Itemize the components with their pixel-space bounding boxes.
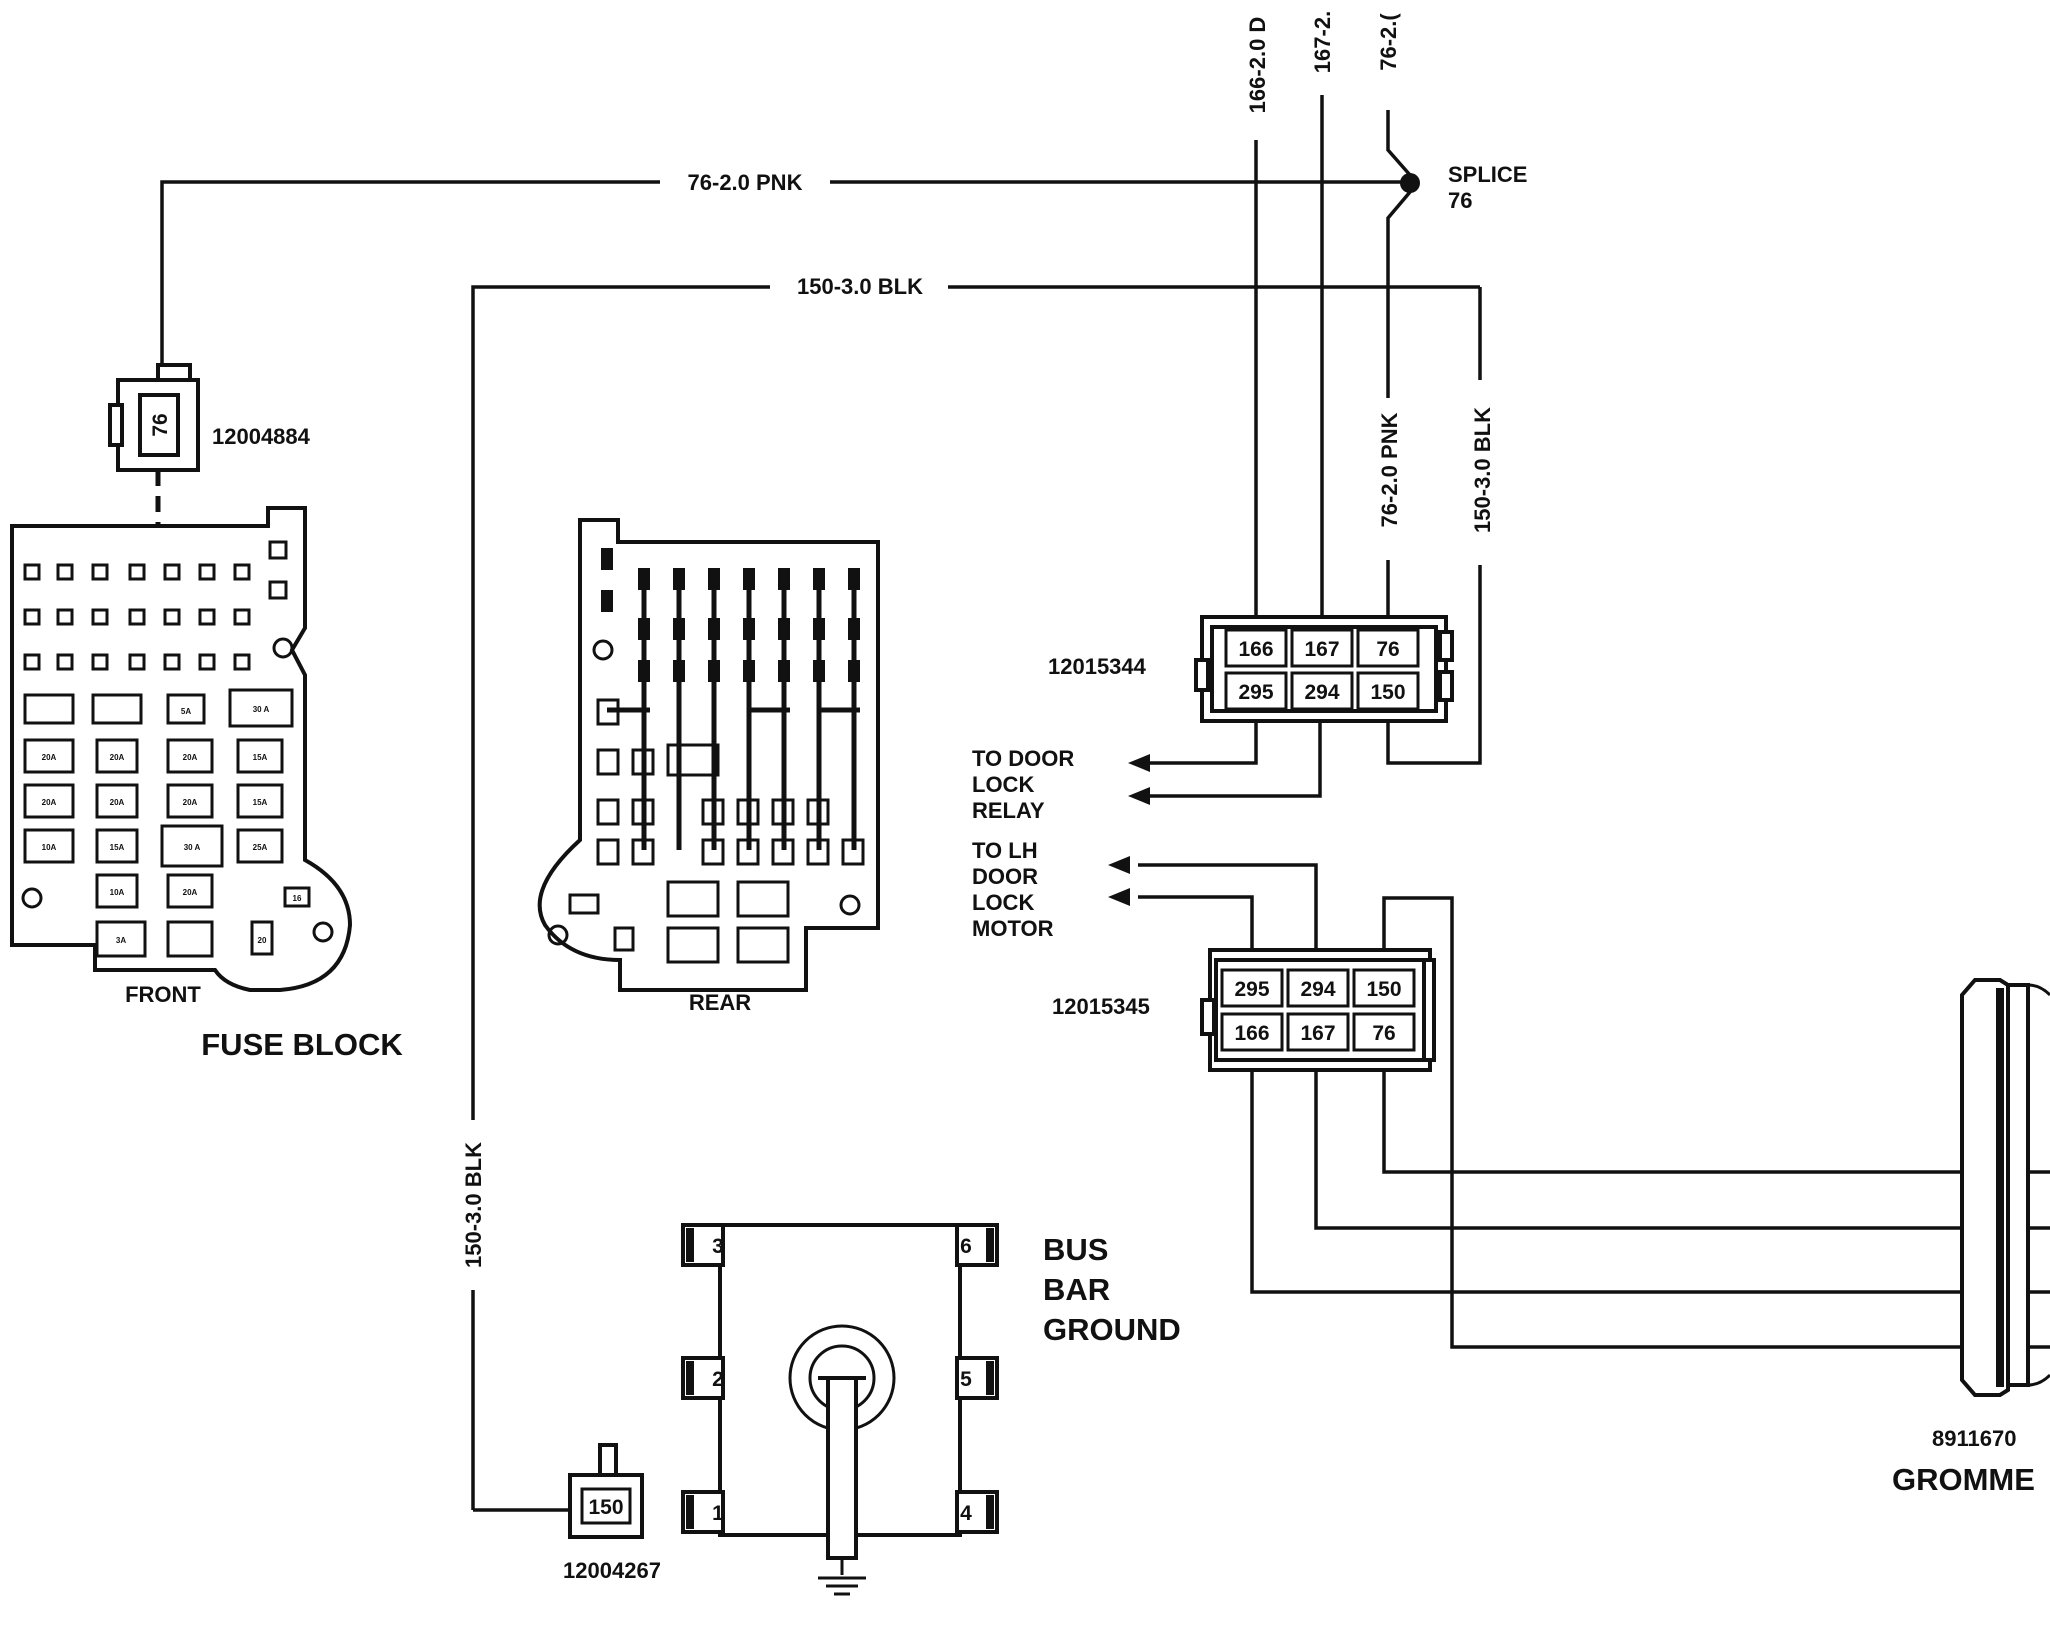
fuse-rating: 15A (110, 843, 125, 852)
connector-12004267: 150 12004267 (473, 1443, 661, 1583)
connector-12015345-cavity: 167 (1300, 1022, 1335, 1045)
connector-12015344: 166 167 76 295 294 150 12015344 (1048, 615, 1454, 723)
connector-12015344-part: 12015344 (1048, 654, 1147, 679)
connector-12015344-cavity: 167 (1304, 638, 1339, 661)
connector-12015345-cavity: 166 (1234, 1022, 1269, 1045)
wire-label-150-vert: 150-3.0 BLK (1470, 407, 1495, 533)
wire-76-top: 76-2.0 PNK (160, 170, 1408, 365)
fuse-rating: 20A (110, 798, 125, 807)
wire-label-76-top-vert: 76-2.( (1376, 13, 1401, 71)
grommet-8911670: 8911670 GROMME (1892, 978, 2050, 1497)
bus-bar-terminal: 1 (712, 1502, 724, 1525)
connector-12004267-cavity: 150 (588, 1496, 623, 1519)
bus-bar-terminal: 3 (712, 1235, 724, 1258)
destination-text: RELAY (972, 798, 1045, 823)
connector-12015345-cavity: 294 (1300, 978, 1335, 1001)
wire-label-167-top: 167-2. (1310, 11, 1335, 73)
splice-76: SPLICE 76 (1386, 110, 1527, 398)
splice-label-line2: 76 (1448, 188, 1472, 213)
fuse-block-rear-label: REAR (689, 990, 751, 1015)
destination-text: TO LH (972, 838, 1038, 863)
connector-12015345-cavity: 295 (1234, 978, 1269, 1001)
fuse-rating: 20A (42, 798, 57, 807)
bus-bar-title: BAR (1043, 1272, 1110, 1307)
bus-bar-terminal: 4 (960, 1502, 972, 1525)
destination-text: DOOR (972, 864, 1038, 889)
fuse-rating: 15A (253, 798, 268, 807)
fuse-rating: 10A (110, 888, 125, 897)
fuse-rating: 3A (116, 936, 126, 945)
connector-12004884-part: 12004884 (212, 424, 311, 449)
destination-lh-door-lock-motor: TO LH DOOR LOCK MOTOR (972, 838, 1054, 941)
bus-bar-title: BUS (1043, 1232, 1108, 1267)
fuse-rating: 10A (42, 843, 57, 852)
splice-label-line1: SPLICE (1448, 162, 1527, 187)
connector-12015344-cavity: 166 (1238, 638, 1273, 661)
fuse-block-rear: REAR (537, 518, 880, 1015)
fuse-block-front-fuses: 5A 30 A 20A 20A 20A 15A 20A 20A 20A 15A … (23, 688, 311, 958)
fuse-rating: 20A (183, 888, 198, 897)
connector-12015344-cavity: 150 (1370, 681, 1405, 704)
bus-bar-terminal: 6 (960, 1235, 972, 1258)
connector-12004884-cavity: 76 (149, 413, 172, 436)
fuse-slot-label: 20 (258, 936, 267, 945)
wire-label-166-top: 166-2.0 D (1245, 17, 1270, 114)
bus-bar-ground: 3 6 2 5 1 4 BUS BAR GROUND (681, 1223, 1181, 1596)
fuse-rating: 5A (181, 707, 191, 716)
fuse-rating: 15A (253, 753, 268, 762)
fuse-block-title: FUSE BLOCK (201, 1027, 403, 1062)
fuse-block-front: 5A 30 A 20A 20A 20A 15A 20A 20A 20A 15A … (10, 506, 353, 1007)
fuse-rating: 20A (42, 753, 57, 762)
connector-12015345: 295 294 150 166 167 76 12015345 (1052, 948, 1436, 1072)
bus-bar-terminal: 5 (960, 1368, 972, 1391)
fuse-rating: 30 A (253, 705, 270, 714)
wire-label-76-vert: 76-2.0 PNK (1377, 412, 1402, 527)
fuse-rating: 20A (183, 798, 198, 807)
destination-text: LOCK (972, 890, 1034, 915)
connector-12015345-part: 12015345 (1052, 994, 1150, 1019)
fuse-rating: 20A (110, 753, 125, 762)
connector-12004267-part: 12004267 (563, 1558, 661, 1583)
destination-text: MOTOR (972, 916, 1054, 941)
connector-12015344-cavity: 294 (1304, 681, 1339, 704)
wire-150-top: 150-3.0 BLK (471, 274, 1482, 1510)
fuse-rating: 25A (253, 843, 268, 852)
grommet-part: 8911670 (1932, 1426, 2016, 1451)
connector-12015345-cavity: 150 (1366, 978, 1401, 1001)
connector-12015344-cavity: 295 (1238, 681, 1273, 704)
destination-door-lock-relay: TO DOOR LOCK RELAY (972, 746, 1074, 823)
fuse-rating: 20A (183, 753, 198, 762)
fuse-slot-label: 16 (293, 894, 302, 903)
wire-label-150-left: 150-3.0 BLK (461, 1142, 486, 1268)
bus-bar-title: GROUND (1043, 1312, 1181, 1347)
connector-12015345-cavity: 76 (1372, 1022, 1395, 1045)
destination-text: TO DOOR (972, 746, 1074, 771)
connector-12015344-cavity: 76 (1376, 638, 1399, 661)
destination-text: LOCK (972, 772, 1034, 797)
fuse-rating: 30 A (184, 843, 201, 852)
wire-label-76-top: 76-2.0 PNK (688, 170, 803, 195)
wire-label-150-top: 150-3.0 BLK (797, 274, 923, 299)
bus-bar-terminal: 2 (712, 1368, 724, 1391)
grommet-label: GROMME (1892, 1462, 2035, 1497)
fuse-block-front-label: FRONT (125, 982, 201, 1007)
connector-12004884: 76 12004884 (108, 363, 311, 580)
